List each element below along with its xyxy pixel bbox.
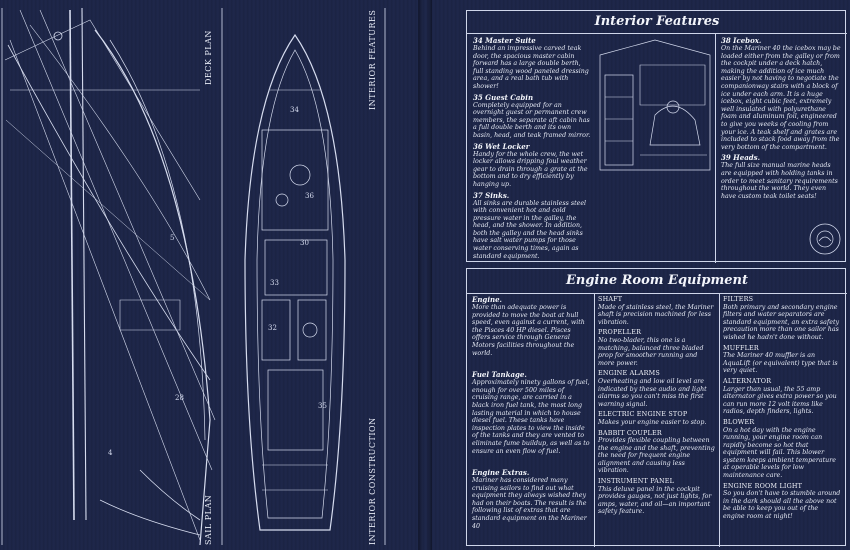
- feature-body: On the Mariner 40 the icebox may be load…: [721, 45, 841, 151]
- feature-item: Engine.More than adequate power is provi…: [472, 296, 590, 357]
- feature-item: Engine Extras.Mariner has considered man…: [472, 469, 590, 530]
- feature-body: Larger than usual, the 55 amp alternator…: [723, 385, 837, 416]
- engine-room-column-1: Engine.More than adequate power is provi…: [472, 296, 590, 533]
- feature-body: Handy for the whole crew, the wet locker…: [473, 150, 588, 188]
- feature-heading: ELECTRIC ENGINE STOP: [598, 410, 688, 419]
- feature-heading: ALTERNATOR: [723, 376, 772, 385]
- feature-body: Made of stainless steel, the Mariner sha…: [598, 303, 714, 326]
- feature-body: Behind an impressive carved teak door, t…: [473, 45, 589, 90]
- feature-heading: Fuel Tankage.: [472, 370, 527, 380]
- feature-item: 39 Heads.The full size manual marine hea…: [721, 154, 841, 200]
- deck-plan-label: DECK PLAN: [204, 30, 213, 85]
- interior-features-right-column: 38 Icebox.On the Mariner 40 the icebox m…: [721, 37, 841, 203]
- feature-heading: PROPELLER: [598, 328, 642, 337]
- left-page-blueprints: 5 28 4 34 30 33 32 35 36 DECK PLAN SAIL …: [0, 0, 420, 550]
- feature-heading: 35 Guest Cabin: [473, 92, 534, 102]
- feature-heading: BLOWER: [723, 417, 755, 426]
- feature-body: Overheating and low oil level are indica…: [598, 377, 707, 408]
- feature-heading: ENGINE ROOM LIGHT: [723, 481, 803, 490]
- feature-heading: Engine.: [472, 295, 502, 304]
- feature-heading: 36 Wet Locker: [473, 141, 530, 151]
- sail-plan-label: SAIL PLAN: [204, 494, 213, 545]
- feature-heading: SHAFT: [598, 295, 623, 303]
- svg-text:4: 4: [108, 449, 113, 457]
- feature-heading: ENGINE ALARMS: [598, 369, 660, 378]
- feature-body: All sinks are durable stainless steel wi…: [473, 199, 587, 260]
- interior-features-title: Interior Features: [594, 14, 720, 29]
- svg-text:30: 30: [300, 239, 309, 247]
- toilet-seat-illustration: [809, 223, 841, 255]
- svg-text:32: 32: [268, 324, 277, 332]
- feature-heading: FILTERS: [723, 295, 754, 303]
- svg-text:36: 36: [305, 192, 314, 200]
- feature-heading: MUFFLER: [723, 343, 759, 352]
- feature-heading: BABBIT COUPLER: [598, 428, 662, 437]
- feature-body: Completely equipped for an overnight gue…: [473, 101, 591, 139]
- feature-item: 37 Sinks.All sinks are durable stainless…: [473, 190, 591, 261]
- engine-room-panel: Engine Room Equipment Engine.More than a…: [466, 268, 847, 547]
- engine-room-title: Engine Room Equipment: [565, 273, 749, 288]
- feature-body: The full size manual marine heads are eq…: [721, 162, 838, 200]
- feature-body: This deluxe panel in the cockpit provide…: [598, 485, 712, 516]
- svg-text:35: 35: [318, 402, 327, 410]
- feature-item: 38 Icebox.On the Mariner 40 the icebox m…: [721, 37, 841, 151]
- feature-heading: 38 Icebox.: [721, 36, 762, 45]
- feature-body: Mariner has considered many cruising sai…: [472, 477, 587, 530]
- interior-features-label: INTERIOR FEATURES: [368, 9, 377, 110]
- feature-body: So you don't have to stumble around in t…: [723, 490, 841, 521]
- svg-text:34: 34: [290, 106, 299, 114]
- feature-body: More than adequate power is provided to …: [472, 304, 585, 357]
- svg-text:5: 5: [170, 234, 174, 242]
- feature-heading: 37 Sinks.: [473, 190, 510, 200]
- feature-body: Approximately ninety gallons of fuel, en…: [472, 379, 590, 455]
- interior-galley-illustration: [599, 39, 711, 171]
- feature-body: Both primary and secondary engine filter…: [723, 303, 840, 341]
- feature-heading: INSTRUMENT PANEL: [598, 477, 675, 486]
- svg-text:28: 28: [175, 394, 184, 402]
- feature-body: On a hot day with the engine running, yo…: [723, 426, 836, 480]
- svg-text:33: 33: [270, 279, 279, 287]
- sail-and-deck-plan-drawing: 5 28 4 34 30 33 32 35 36: [1, 7, 386, 546]
- feature-body: No two-blader, this one is a matching, b…: [598, 336, 704, 367]
- feature-heading: 34 Master Suite: [473, 36, 536, 45]
- feature-item: Fuel Tankage.Approximately ninety gallon…: [472, 371, 590, 455]
- interior-construction-label: INTERIOR CONSTRUCTION: [368, 417, 377, 545]
- feature-body: Provides flexible coupling between the e…: [598, 437, 715, 475]
- feature-heading: 39 Heads.: [721, 153, 761, 163]
- feature-heading: Engine Extras.: [472, 468, 530, 478]
- page-gutter: [418, 0, 432, 550]
- feature-body: The Mariner 40 muffler is an AquaLift (o…: [723, 352, 838, 375]
- feature-body: Makes your engine easier to stop.: [598, 418, 707, 426]
